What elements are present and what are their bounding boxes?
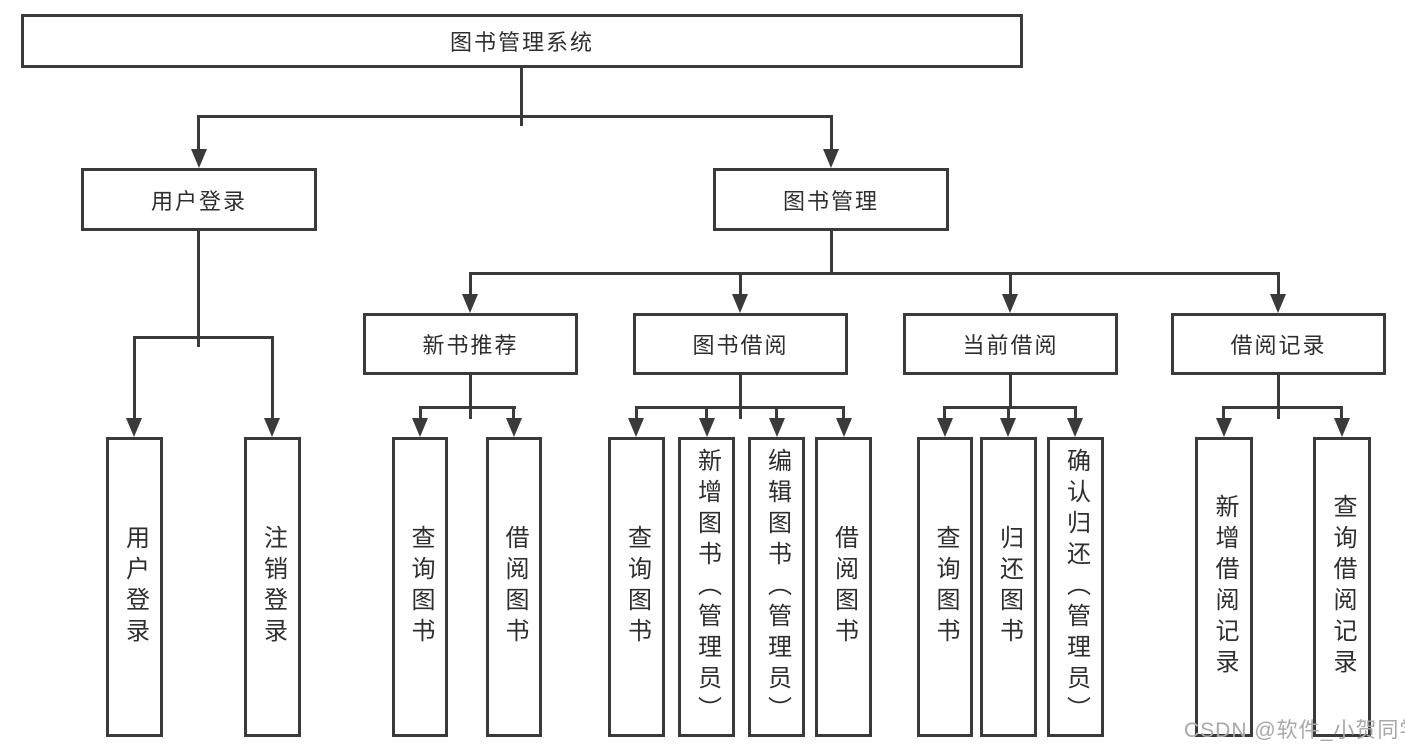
leaf-cb-return-books: 归还图书 <box>980 437 1037 737</box>
connector-currentborrow-split <box>943 406 1077 409</box>
root-node-library-management-system: 图书管理系统 <box>21 14 1023 68</box>
node-new-book-recommend-label: 新书推荐 <box>422 333 519 358</box>
arrow-cb-query <box>937 418 953 437</box>
leaf-logout-label: 注销登录 <box>259 525 287 649</box>
connector-userlogin-split <box>133 336 274 339</box>
leaf-cb-return-books-label: 归还图书 <box>995 525 1023 649</box>
leaf-bb-borrow-books: 借阅图书 <box>815 437 872 737</box>
arrow-bb-query <box>628 418 644 437</box>
connector-drop-book-mgmt <box>830 115 833 151</box>
connector-records-trunk <box>1277 375 1280 409</box>
leaf-cb-confirm-return-admin-label: 确认归还（管理员） <box>1062 447 1090 727</box>
connector-drop-bb-borrow <box>842 406 845 421</box>
connector-drop-bb-add <box>705 406 708 421</box>
leaf-bb-borrow-books-label: 借阅图书 <box>830 525 858 649</box>
leaf-nb-query-books-label: 查询图书 <box>407 525 434 649</box>
connector-bookborrow-split <box>635 406 845 409</box>
leaf-rec-add-record: 新增借阅记录 <box>1195 437 1253 737</box>
node-current-borrowing: 当前借阅 <box>903 313 1118 375</box>
connector-newbooks-split <box>419 406 516 409</box>
leaf-logout: 注销登录 <box>244 437 301 737</box>
connector-root-tail <box>520 118 523 126</box>
connector-drop-cb-query <box>943 406 946 421</box>
connector-drop-book-borrow <box>739 272 742 297</box>
connector-currentborrow-trunk <box>1009 375 1012 409</box>
arrow-book-borrow <box>732 294 748 313</box>
connector-drop-leaf-login <box>133 336 136 420</box>
arrow-borrow-records <box>1270 294 1286 313</box>
leaf-bb-query-books-label: 查询图书 <box>623 525 651 649</box>
arrow-bb-edit <box>769 418 785 437</box>
connector-bookborrow-trunk <box>739 375 742 409</box>
leaf-nb-query-books: 查询图书 <box>392 437 448 737</box>
csdn-watermark: CSDN @软件_小贺同学 <box>1184 719 1405 742</box>
connector-drop-nb-query <box>419 406 422 421</box>
connector-bookmgmt-split <box>469 272 1280 275</box>
connector-newbooks-tail <box>469 409 472 419</box>
leaf-nb-borrow-books: 借阅图书 <box>486 437 542 737</box>
leaf-rec-query-record-label: 查询借阅记录 <box>1329 494 1356 680</box>
leaf-cb-confirm-return-admin: 确认归还（管理员） <box>1047 437 1104 737</box>
connector-newbooks-trunk <box>469 375 472 409</box>
connector-drop-leaf-logout <box>271 336 274 420</box>
root-node-label: 图书管理系统 <box>449 30 594 55</box>
node-book-management: 图书管理 <box>713 168 949 231</box>
connector-userlogin-trunk <box>197 231 200 339</box>
leaf-bb-add-books-admin: 新增图书（管理员） <box>678 437 735 737</box>
leaf-cb-query-books-label: 查询图书 <box>932 525 959 649</box>
connector-drop-rec-add <box>1222 406 1225 421</box>
arrow-user-login <box>191 149 207 168</box>
arrow-nb-borrow <box>506 418 522 437</box>
arrow-cb-confirm <box>1067 418 1083 437</box>
leaf-cb-query-books: 查询图书 <box>917 437 973 737</box>
arrow-leaf-login <box>126 418 142 437</box>
arrow-bb-add <box>699 418 715 437</box>
arrow-bb-borrow <box>836 418 852 437</box>
connector-drop-user-login <box>197 115 200 151</box>
node-new-book-recommend: 新书推荐 <box>363 313 578 375</box>
leaf-rec-query-record: 查询借阅记录 <box>1313 437 1371 737</box>
connector-bookmgmt-trunk <box>830 231 833 275</box>
node-borrowing-records: 借阅记录 <box>1171 313 1386 375</box>
connector-drop-borrow-records <box>1277 272 1280 297</box>
connector-drop-rec-query <box>1340 406 1343 421</box>
arrow-nb-query <box>412 418 428 437</box>
leaf-bb-add-books-admin-label: 新增图书（管理员） <box>693 447 721 727</box>
arrow-leaf-logout <box>264 418 280 437</box>
node-book-management-label: 图书管理 <box>782 188 879 214</box>
leaf-bb-query-books: 查询图书 <box>608 437 665 737</box>
arrow-book-mgmt <box>823 149 839 168</box>
leaf-nb-borrow-books-label: 借阅图书 <box>501 525 528 649</box>
leaf-rec-add-record-label: 新增借阅记录 <box>1211 494 1238 680</box>
connector-drop-current-borrow <box>1009 272 1012 297</box>
node-user-login: 用户登录 <box>81 168 317 231</box>
connector-bookborrow-tail <box>739 409 742 419</box>
connector-drop-bb-edit <box>775 406 778 421</box>
connector-drop-nb-borrow <box>512 406 515 421</box>
leaf-user-login: 用户登录 <box>106 437 163 737</box>
connector-records-tail <box>1277 409 1280 419</box>
arrow-rec-add <box>1216 418 1232 437</box>
arrow-rec-query <box>1334 418 1350 437</box>
leaf-bb-edit-books-admin-label: 编辑图书（管理员） <box>763 447 791 727</box>
node-borrowing-records-label: 借阅记录 <box>1230 333 1327 358</box>
connector-root-trunk <box>520 68 523 118</box>
connector-drop-cb-return <box>1007 406 1010 421</box>
node-user-login-label: 用户登录 <box>150 188 247 214</box>
arrow-current-borrow <box>1002 294 1018 313</box>
connector-records-split <box>1222 406 1343 409</box>
node-book-borrowing: 图书借阅 <box>633 313 848 375</box>
leaf-bb-edit-books-admin: 编辑图书（管理员） <box>748 437 805 737</box>
leaf-user-login-label: 用户登录 <box>121 525 149 649</box>
connector-drop-cb-confirm <box>1074 406 1077 421</box>
arrow-new-books <box>462 294 478 313</box>
connector-userlogin-tail <box>197 339 200 347</box>
arrow-cb-return <box>1000 418 1016 437</box>
node-book-borrowing-label: 图书借阅 <box>692 333 789 358</box>
connector-root-split <box>197 115 833 118</box>
connector-drop-new-books <box>469 272 472 297</box>
node-current-borrowing-label: 当前借阅 <box>962 333 1059 358</box>
connector-drop-bb-query <box>635 406 638 421</box>
